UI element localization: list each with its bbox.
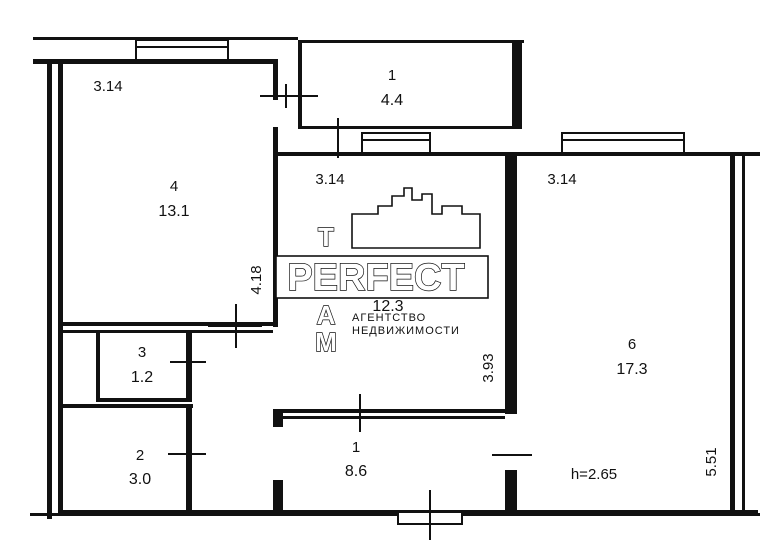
bottom-exterior-wall [30, 513, 760, 516]
room5-width-dim: 3.14 [315, 171, 344, 188]
room-2-area: 3.0 [129, 471, 151, 488]
balcony-top-wall [298, 40, 524, 43]
room-4-area: 13.1 [158, 203, 189, 220]
window-room6 [561, 132, 685, 154]
room4-bottom-wall [63, 322, 278, 326]
room6-length-dim: 5.51 [703, 447, 720, 476]
room3-right-wall [186, 330, 192, 402]
room6-right-exterior [742, 156, 745, 510]
door-markers [168, 84, 532, 540]
balcony-bottom-wall [298, 126, 522, 129]
balcony-right-wall [512, 40, 522, 128]
brand-tagline-2: НЕДВИЖИМОСТИ [352, 325, 460, 337]
room4-bottom-wall-inner [63, 330, 273, 333]
window-room4 [135, 39, 229, 61]
room-4-number: 4 [170, 178, 178, 195]
window-room5 [361, 132, 431, 154]
room-5-area: 12.3 [372, 298, 403, 315]
agency-watermark: PERFECT Т А М АГЕНТСТВО НЕДВИЖИМОСТИ [275, 187, 489, 358]
skyline-logo-icon [351, 187, 481, 249]
brand-letter-1: Т [318, 222, 334, 252]
room4-width-dim: 3.14 [93, 78, 122, 95]
room2-top-wall [63, 404, 193, 408]
room-6-area: 17.3 [616, 361, 647, 378]
room5-bottom-wall-inner [283, 416, 505, 419]
ceiling-height-label: h=2.65 [571, 466, 617, 483]
left-inner-wall [58, 64, 63, 516]
room2-right-wall [186, 404, 192, 510]
room5-right-length-dim: 3.93 [480, 353, 497, 382]
room-2-number: 2 [136, 447, 144, 464]
room-1-hall-number: 1 [352, 439, 360, 456]
room6-right-wall [730, 156, 735, 510]
room-3-area: 1.2 [131, 369, 153, 386]
room4-right-wall-lower [273, 127, 278, 327]
left-exterior-wall [47, 59, 52, 519]
rooms-top-wall [278, 152, 760, 156]
room5-left-length-dim: 4.18 [248, 265, 265, 294]
room-1-hall-area: 8.6 [345, 463, 367, 480]
room5-bottom-wall [283, 409, 505, 413]
brand-name: PERFECT [287, 257, 464, 299]
room5-room6-wall [505, 156, 517, 414]
brand-frame [275, 255, 489, 299]
room-1-balcony-area: 4.4 [381, 92, 403, 109]
brand-tagline-1: АГЕНТСТВО [352, 312, 426, 324]
top-inner-wall-left [33, 59, 278, 64]
room4-right-wall-upper [273, 64, 278, 100]
dimension-labels: 3.14 3.14 3.14 4.18 3.93 5.51 h=2.65 [93, 78, 720, 483]
room6-width-dim: 3.14 [547, 171, 576, 188]
windows [135, 39, 685, 525]
brand-letter-2: А [317, 300, 336, 330]
room-1-balcony-number: 1 [388, 67, 396, 84]
room3-bottom-wall [96, 398, 192, 402]
brand-letter-3: М [315, 327, 337, 357]
hall-left-wall [273, 480, 283, 510]
room-6-number: 6 [628, 336, 636, 353]
top-exterior-wall [33, 37, 298, 40]
room5-bottom-corner [273, 409, 283, 427]
balcony-left-wall [298, 40, 302, 128]
room6-hall-wall-lower [505, 470, 517, 510]
room-3-number: 3 [138, 344, 146, 361]
room3-left-wall [96, 330, 100, 402]
